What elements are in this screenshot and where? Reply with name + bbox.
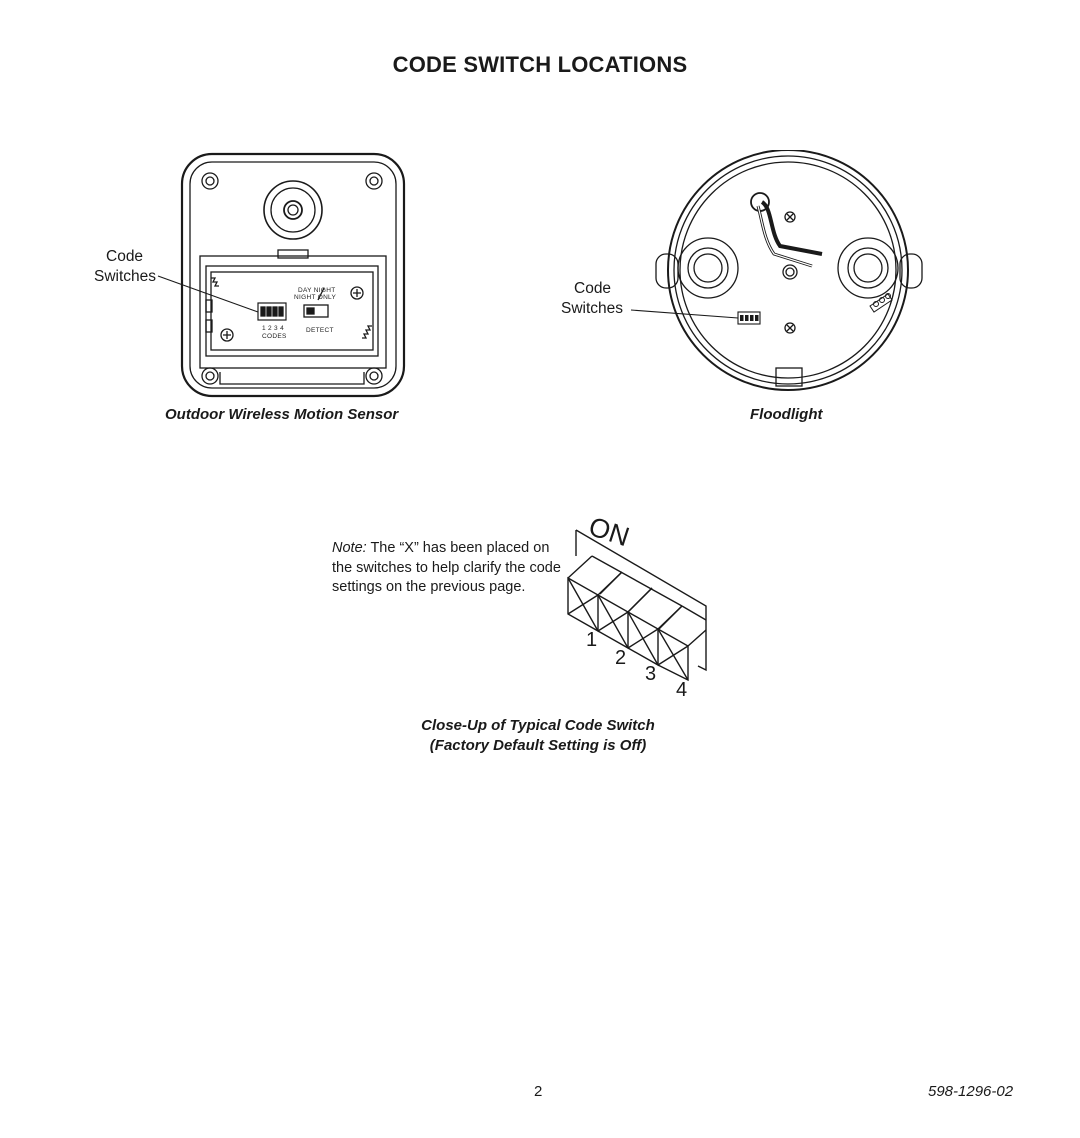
document-number: 598-1296-02	[928, 1083, 1014, 1100]
switch-number-3: 3	[645, 663, 656, 685]
floodlight-leader-line	[630, 309, 739, 319]
on-label: ON	[585, 511, 633, 552]
codes-label: CODES	[262, 333, 287, 340]
closeup-caption-line2: (Factory Default Setting is Off)	[429, 737, 647, 754]
day-night-label: DAY NIGHT	[298, 287, 336, 294]
closeup-caption-line1: Close-Up of Typical Code Switch	[421, 717, 655, 734]
detect-label: DETECT	[306, 327, 334, 334]
switch-number-1: 1	[586, 629, 597, 651]
code-switch-closeup: ON 1 2 3 4	[567, 511, 707, 700]
sensor-switches-label: Switches	[94, 268, 157, 285]
switch-number-4: 4	[676, 679, 687, 700]
sensor-leader-line	[157, 275, 259, 313]
motion-sensor-illustration: DAY NIGHT NIGHT ONLY 1 2 3 4 CODES DETEC…	[180, 152, 406, 398]
sensor-code-label: Code	[106, 248, 144, 265]
page-title: CODE SWITCH LOCATIONS	[392, 52, 688, 77]
switch-number-2: 2	[615, 647, 626, 669]
note-text: Note: The “X” has been placed on the swi…	[332, 539, 562, 598]
floodlight-switches-label: Switches	[561, 300, 624, 317]
night-only-label: NIGHT ONLY	[294, 294, 336, 301]
sensor-caption: Outdoor Wireless Motion Sensor	[165, 406, 399, 423]
codes-numbers-label: 1 2 3 4	[262, 325, 284, 332]
page-number: 2	[534, 1083, 543, 1100]
floodlight-caption: Floodlight	[750, 406, 823, 423]
floodlight-code-label: Code	[574, 280, 612, 297]
floodlight-illustration	[655, 150, 923, 391]
note-prefix: Note:	[332, 540, 367, 556]
note-body: The “X” has been placed on the switches …	[332, 540, 561, 596]
